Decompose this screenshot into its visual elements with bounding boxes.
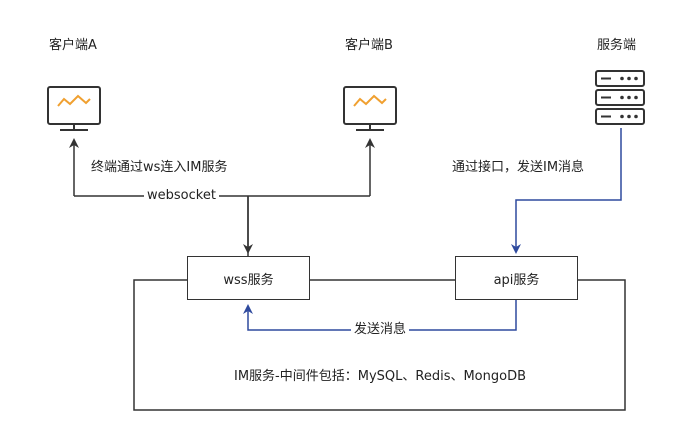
clients-to-wss-label: 终端通过ws连入IM服务 [91,160,228,175]
server-to-api-connector [511,128,622,254]
wss-service-label: wss服务 [223,272,274,288]
server-to-api-label: 通过接口，发送IM消息 [452,160,585,175]
websocket-label: websocket [144,188,219,204]
api-service-label: api服务 [493,272,540,288]
im-service-container [133,279,626,411]
websocket-connector [69,138,375,256]
client-a-label: 客户端A [49,38,97,53]
api-to-wss-label: 发送消息 [351,322,410,338]
api-service-box: api服务 [455,256,578,300]
im-service-container-label: IM服务-中间件包括：MySQL、Redis、MongoDB [234,369,527,384]
wss-service-box: wss服务 [187,256,310,300]
client-a-monitor-icon [47,86,101,131]
server-label: 服务端 [597,38,637,53]
server-rack-icon [595,70,645,125]
client-b-label: 客户端B [345,38,393,53]
client-b-monitor-icon [343,86,397,131]
